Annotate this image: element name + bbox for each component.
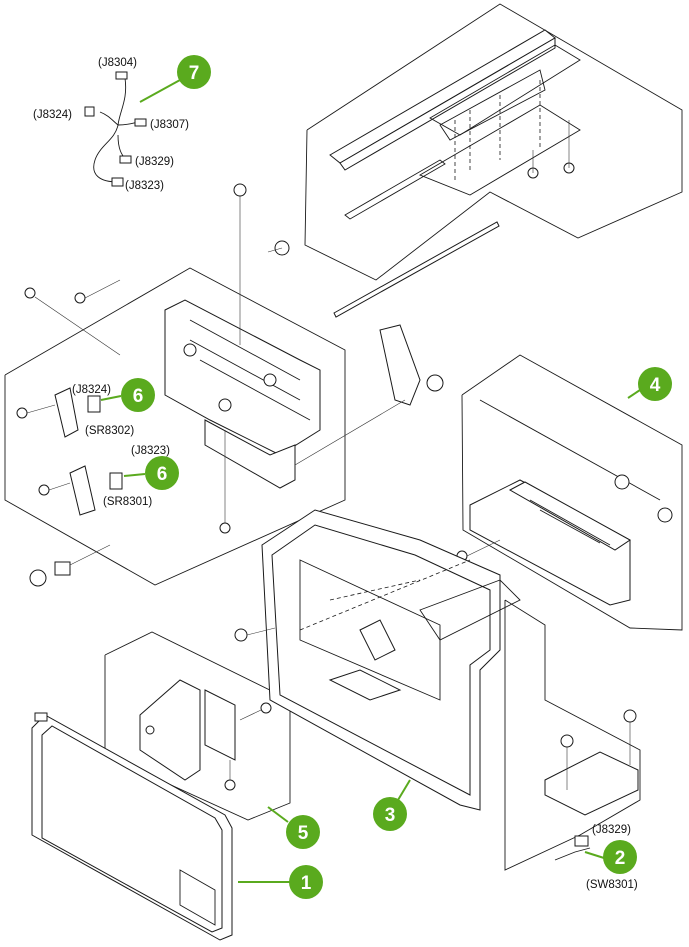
screw-icon [560, 734, 574, 748]
callout-6-lower: 6 [145, 456, 179, 490]
label-sr8301: (SR8301) [103, 496, 152, 508]
callout-7: 7 [177, 55, 211, 89]
gear-part [29, 544, 111, 587]
e-ring-icon [657, 507, 673, 523]
svg-text:2: 2 [615, 848, 626, 869]
callout-3: 3 [373, 797, 407, 831]
gear-icon [54, 561, 71, 576]
side-frame-assembly [164, 183, 321, 534]
callout-2: 2 [603, 840, 637, 874]
long-shaft [267, 221, 500, 318]
connector-j8329-harness [119, 155, 132, 164]
callout-4: 4 [638, 367, 672, 401]
group-outline-right [461, 354, 683, 631]
connector-j8323-harness [111, 177, 124, 187]
pcb-switch-assembly [544, 709, 639, 861]
screw-icon [219, 522, 231, 534]
front-cover [31, 712, 233, 941]
screws-left [16, 279, 121, 496]
group-outline-upper-right [304, 3, 683, 281]
label-sw8301: (SW8301) [586, 879, 638, 891]
callout-5: 5 [286, 815, 320, 849]
screw-icon [233, 183, 247, 197]
label-j8307: (J8307) [150, 119, 189, 131]
svg-text:5: 5 [298, 823, 309, 844]
label-j8304: (J8304) [98, 57, 137, 69]
callout-1: 1 [289, 865, 323, 899]
upper-frame-assembly [329, 29, 581, 220]
sensor-bracket-upper [54, 387, 101, 438]
svg-text:1: 1 [301, 873, 312, 894]
sensor-sr8301 [109, 472, 123, 490]
svg-text:4: 4 [650, 375, 661, 396]
switch-sw8301 [574, 835, 589, 847]
e-ring-icon [426, 374, 444, 392]
motor-bracket-assembly [139, 679, 272, 791]
lever-arm [294, 324, 444, 466]
connector-j8324-harness [84, 106, 95, 117]
label-j8324-harness: (J8324) [33, 109, 72, 121]
group-outline-bottom-right [504, 599, 641, 871]
group-outline-middle-left [4, 267, 346, 586]
label-j8323-harness: (J8323) [125, 180, 164, 192]
label-j8329-harness: (J8329) [135, 156, 174, 168]
screw-icon [224, 779, 236, 791]
tray-body [234, 509, 521, 811]
hole-icon [218, 398, 232, 412]
callouts: 7 6 6 4 5 3 [100, 55, 672, 899]
svg-text:6: 6 [133, 386, 144, 407]
label-j8324: (J8324) [72, 384, 111, 396]
e-ring-icon [29, 569, 47, 587]
screw-icon [260, 702, 272, 714]
sensor-sr8302 [87, 395, 101, 413]
label-j8323: (J8323) [131, 445, 170, 457]
right-rail-assembly [456, 399, 673, 606]
svg-text:6: 6 [157, 464, 168, 485]
label-j8329: (J8329) [592, 824, 631, 836]
label-sr8302: (SR8302) [85, 425, 134, 437]
hole-icon [183, 343, 197, 357]
e-ring-icon [614, 474, 630, 490]
hole-icon [145, 725, 155, 735]
hole-icon [263, 373, 277, 387]
connector-j8307 [134, 118, 147, 127]
screw-icon [234, 628, 248, 642]
screw-icon [623, 709, 637, 723]
connector-labels: (J8304) (J8324) (J8307) (J8329) (J8323) … [33, 57, 638, 891]
sensor-bracket-lower [69, 465, 123, 516]
svg-text:3: 3 [385, 805, 396, 826]
connector-j8304 [115, 71, 128, 80]
svg-text:7: 7 [189, 63, 200, 84]
callout-6-upper: 6 [121, 378, 155, 412]
wire-harness [84, 71, 147, 187]
